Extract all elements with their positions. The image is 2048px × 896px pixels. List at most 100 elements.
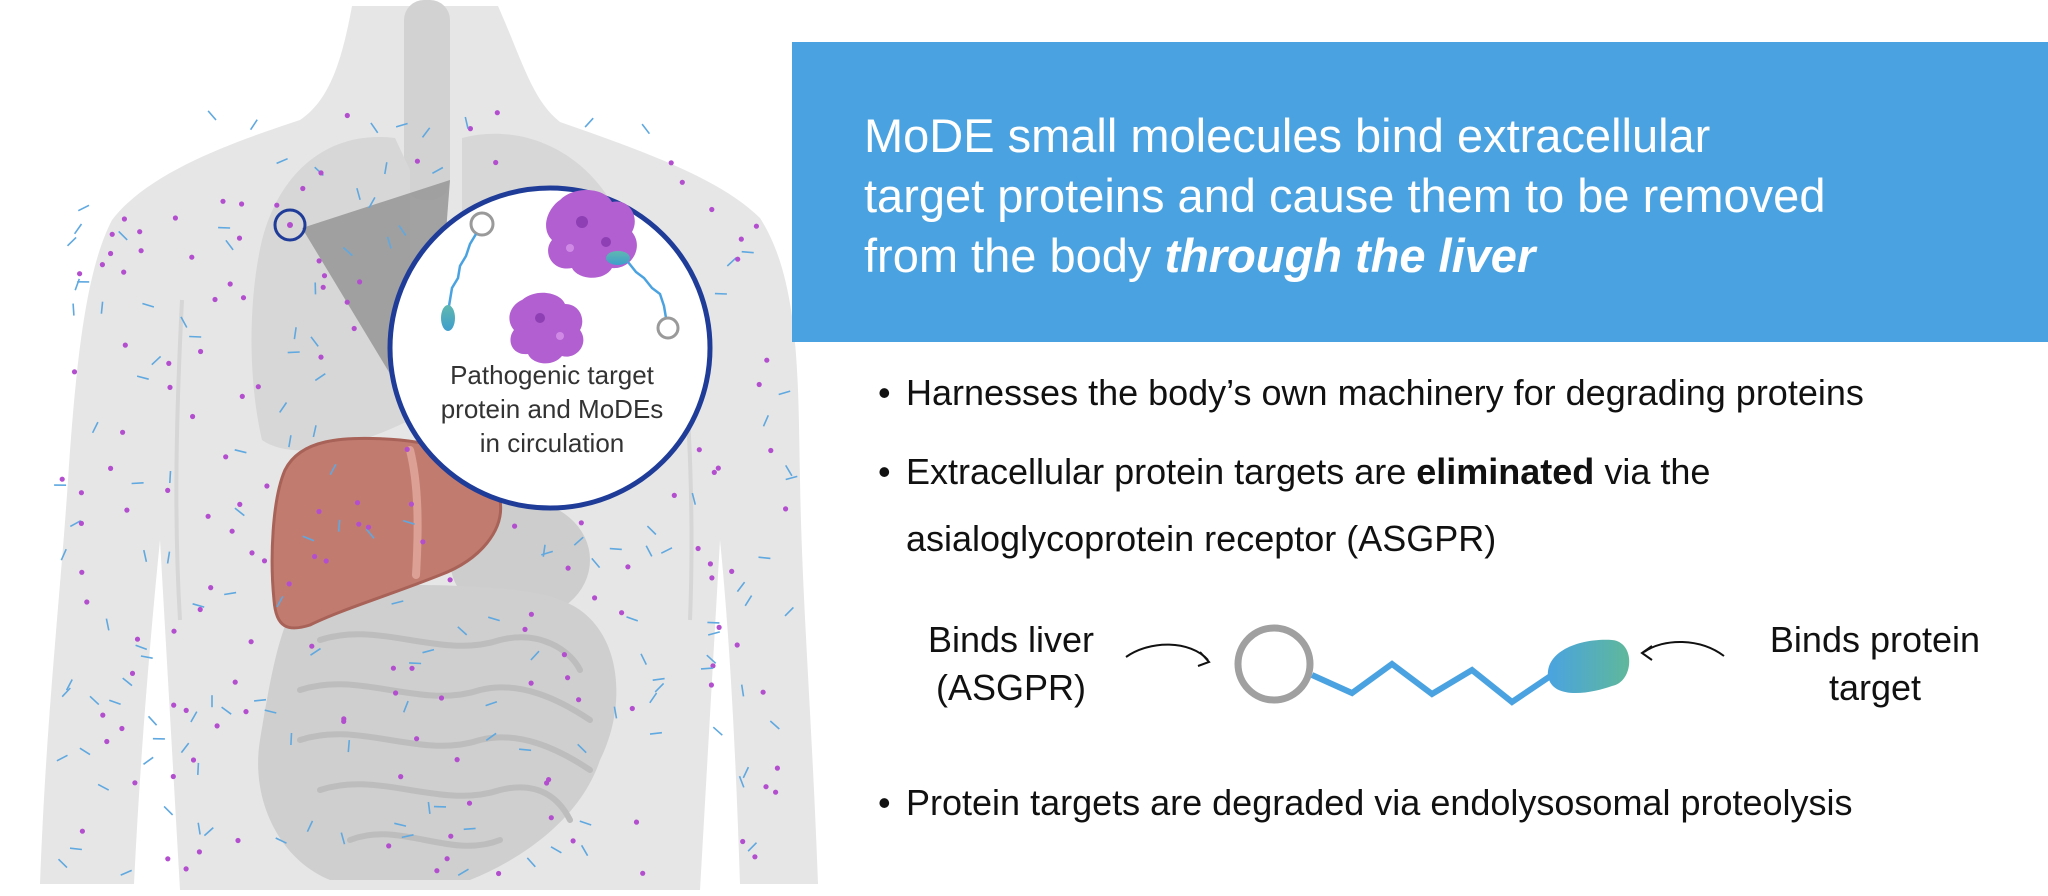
protein-particle [316,258,322,264]
header-line2: target proteins and cause them to be rem… [864,169,1826,222]
protein-particle [668,160,674,166]
mode-particle [306,820,314,833]
mode-particle [613,706,618,719]
protein-particle [236,235,243,241]
mode-particle [395,122,408,128]
protein-particle [695,545,701,552]
protein-particle [354,500,361,506]
mode-particle [370,122,379,134]
protein-particle [386,843,392,849]
mode-particle [151,355,162,366]
protein-particle [300,185,306,192]
mode-particle [422,648,435,654]
header-line3: from the body through the liver [864,226,2024,286]
protein-particle [454,757,460,763]
zoom-label-line1: Pathogenic target [450,360,654,390]
protein-particle [511,523,518,529]
protein-particle [183,707,189,714]
mode-molecule-icon [441,211,495,331]
mode-particle [254,698,267,702]
mode-particle [72,303,75,316]
protein-particle [318,354,324,360]
protein-particle [129,670,136,677]
mode-particle [109,699,121,705]
protein-particle [696,447,702,453]
protein-particle [404,446,410,452]
mode-particle [641,123,651,135]
mode-particle [100,301,104,314]
protein-particle [214,723,220,729]
protein-particle [205,513,211,519]
mode-particle [276,157,288,165]
mode-particle [276,596,284,608]
bullet-3-text: Protein targets are degraded via endolys… [906,782,1853,823]
mode-particle [131,482,144,485]
protein-particle [237,501,243,507]
header-title: MoDE small molecules bind extracellular … [864,106,2024,286]
mode-particle [464,116,469,129]
bullet-2-bold: eliminated [1416,451,1595,492]
protein-particle [190,757,197,763]
header-line3-plain: from the body [864,229,1165,282]
mode-particle [640,653,648,665]
callout-left-line1: Binds liver [927,619,1095,660]
protein-particle [565,675,571,681]
protein-particle [408,501,414,507]
protein-particle [448,833,454,839]
mode-particle [487,616,500,622]
mode-particle [707,631,721,636]
mode-particle [691,492,697,505]
protein-particle [715,465,721,471]
protein-particle [351,325,357,332]
mode-particle [712,726,723,736]
protein-particle [434,868,440,874]
protein-particle [522,626,528,633]
mode-particle [579,820,592,826]
mode-particle [190,711,198,723]
protein-particle [633,819,640,825]
mode-particle [135,644,148,651]
intestines-icon [258,585,617,880]
trachea-icon [404,0,450,200]
protein-particle [121,269,127,275]
mode-particle [74,278,81,291]
mode-particle [762,414,770,427]
mode-particle [302,535,315,542]
protein-particle [763,784,769,790]
mode-particle [221,706,232,715]
mode-particle [769,720,780,730]
mode-particle [427,801,431,815]
protein-particle [189,254,195,260]
protein-particle [223,454,229,460]
protein-particle [220,198,226,204]
mode-particle [287,351,300,354]
mode-particle [197,822,201,835]
mode-particle [79,747,91,756]
protein-particle [79,569,85,575]
protein-particle [625,564,631,570]
callout-binds-protein: Binds protein target [1740,616,2010,712]
mode-particle [290,732,293,746]
protein-particle [679,179,685,185]
protein-particle [208,585,214,591]
protein-particle [255,384,261,390]
bullet-1-text: Harnesses the body’s own machinery for d… [906,372,1864,413]
protein-particle [341,718,347,725]
protein-particle [166,360,172,366]
mode-particle [279,402,288,413]
mode-particle [91,421,99,434]
mode-particle [741,250,754,254]
mode-particle [197,762,200,775]
mode-particle [573,536,584,546]
protein-particle [711,469,717,475]
protein-particle [344,112,350,119]
mode-particle [169,470,172,484]
mode-particle [649,692,658,704]
protein-particle [768,447,774,454]
mode-particle [738,775,745,788]
mode-particle [421,127,431,138]
mode-particle [147,715,158,726]
protein-particle [570,838,576,844]
protein-particle [493,159,499,166]
